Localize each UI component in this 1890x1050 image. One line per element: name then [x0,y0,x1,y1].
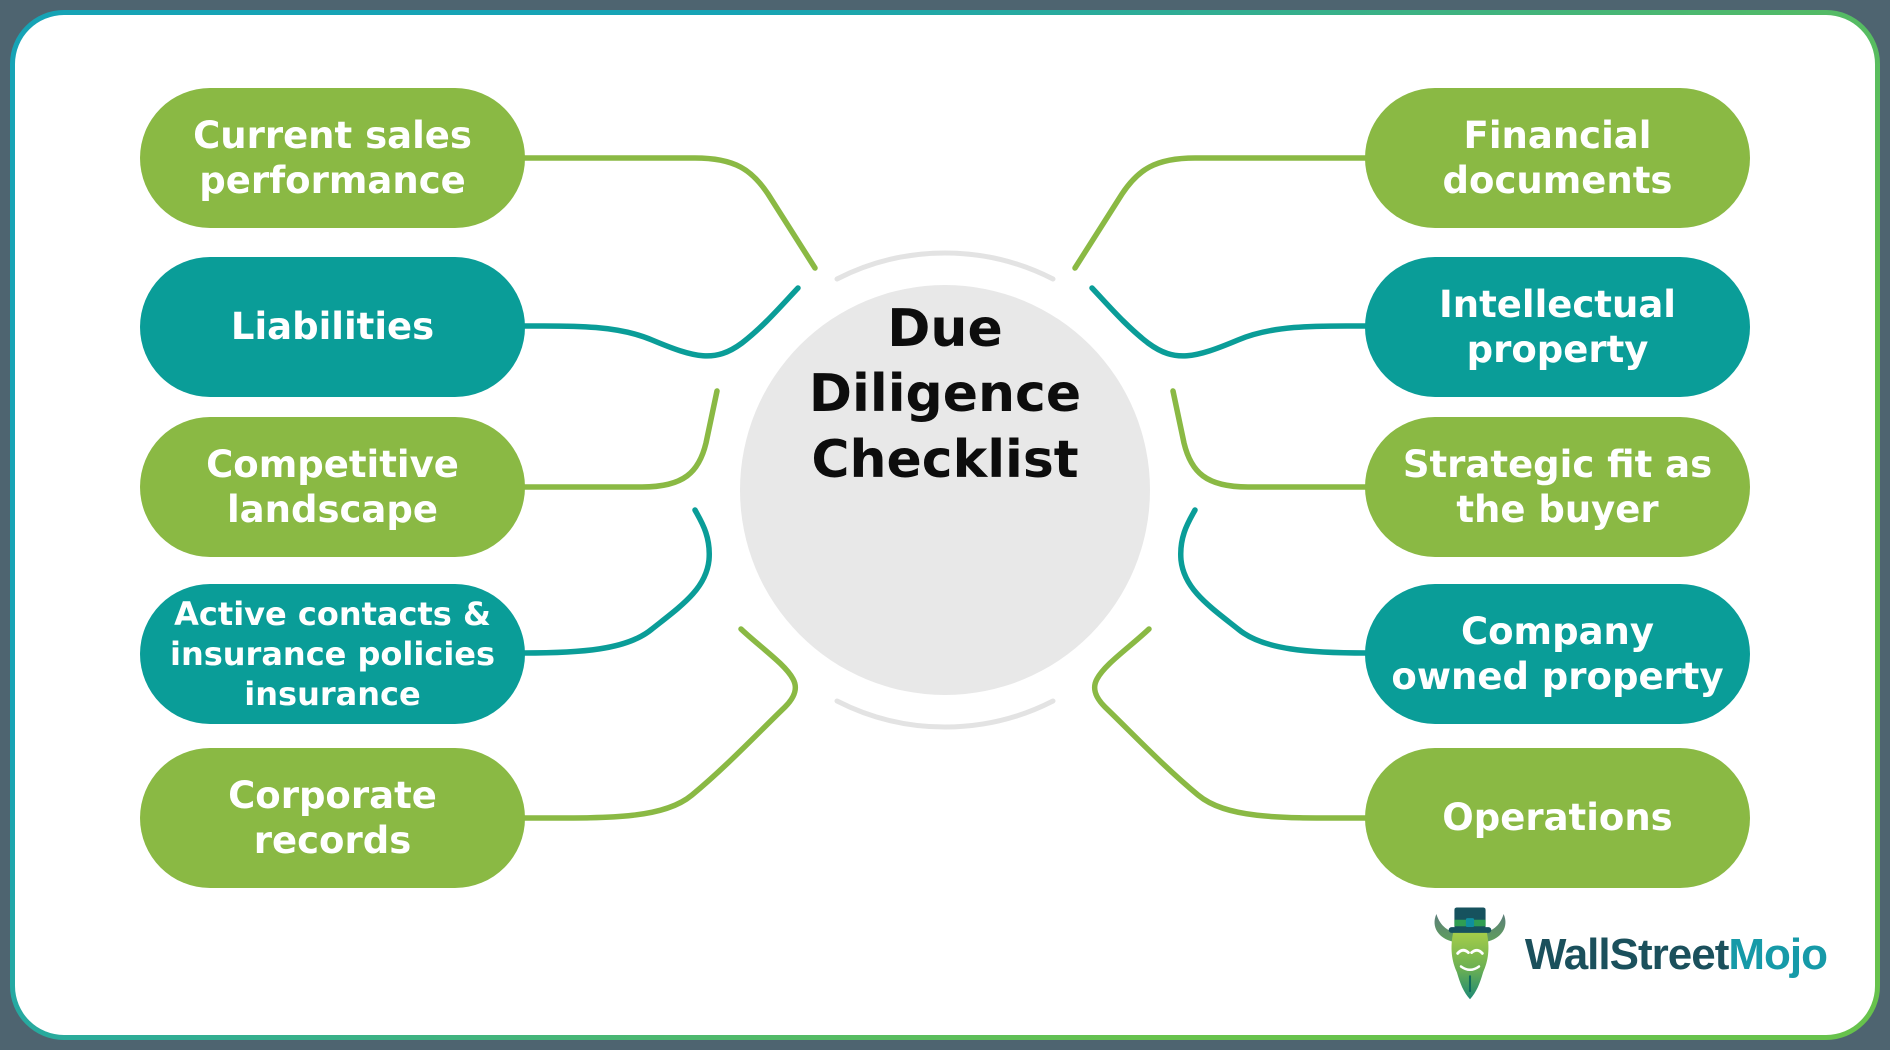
connector-operations [1091,626,1370,821]
logo-text-mojo: Mojo [1728,930,1828,979]
node-corporate-records: Corporate records [140,748,525,888]
connector-layer [520,155,1370,821]
connector-corporate-records [520,626,799,821]
bull-brow-right [1470,948,1484,955]
center-circle [740,285,1150,695]
bull-mascot-icon [1434,907,1506,1000]
node-competitive-landscape: Competitive landscape [140,417,525,557]
center-title: Due Diligence Checklist [808,298,1082,490]
logo-text: WallStreetMojo [1524,930,1828,980]
bull-hat-buckle [1465,918,1474,928]
connector-company-owned-property [1178,507,1370,656]
connector-liabilities [520,285,801,359]
node-liabilities: Liabilities [140,257,525,397]
node-active-contacts-insurance: Active contacts & insurance policies ins… [140,584,525,724]
node-intellectual-property: Intellectual property [1365,257,1750,397]
connector-current-sales-performance [520,155,818,271]
bull-hat-brim [1448,927,1492,933]
node-current-sales-performance: Current sales performance [140,88,525,228]
node-strategic-fit: Strategic fit as the buyer [1365,417,1750,557]
logo-text-wallstreet: WallStreet [1524,930,1730,979]
connector-strategic-fit [1170,388,1370,490]
node-operations: Operations [1365,748,1750,888]
wallstreetmojo-logo: WallStreetMojo [1429,905,1828,1005]
bull-brow-left [1456,948,1470,955]
connector-active-contacts [520,507,712,656]
bull-face [1451,930,1489,1000]
ring-arc-bottom [834,698,1056,730]
ring-arc-top [834,250,1056,282]
bull-horn-right [1481,914,1506,942]
bull-horn-left [1434,914,1459,942]
card-border: Due Diligence Checklist Current sales pe… [10,10,1880,1040]
diagram-card: Due Diligence Checklist Current sales pe… [15,15,1875,1035]
connector-intellectual-property [1089,285,1370,359]
bull-muzzle-line [1459,965,1481,971]
node-company-owned-property: Company owned property [1365,584,1750,724]
connector-financial-documents [1072,155,1370,271]
connector-competitive-landscape [520,388,720,490]
node-financial-documents: Financial documents [1365,88,1750,228]
